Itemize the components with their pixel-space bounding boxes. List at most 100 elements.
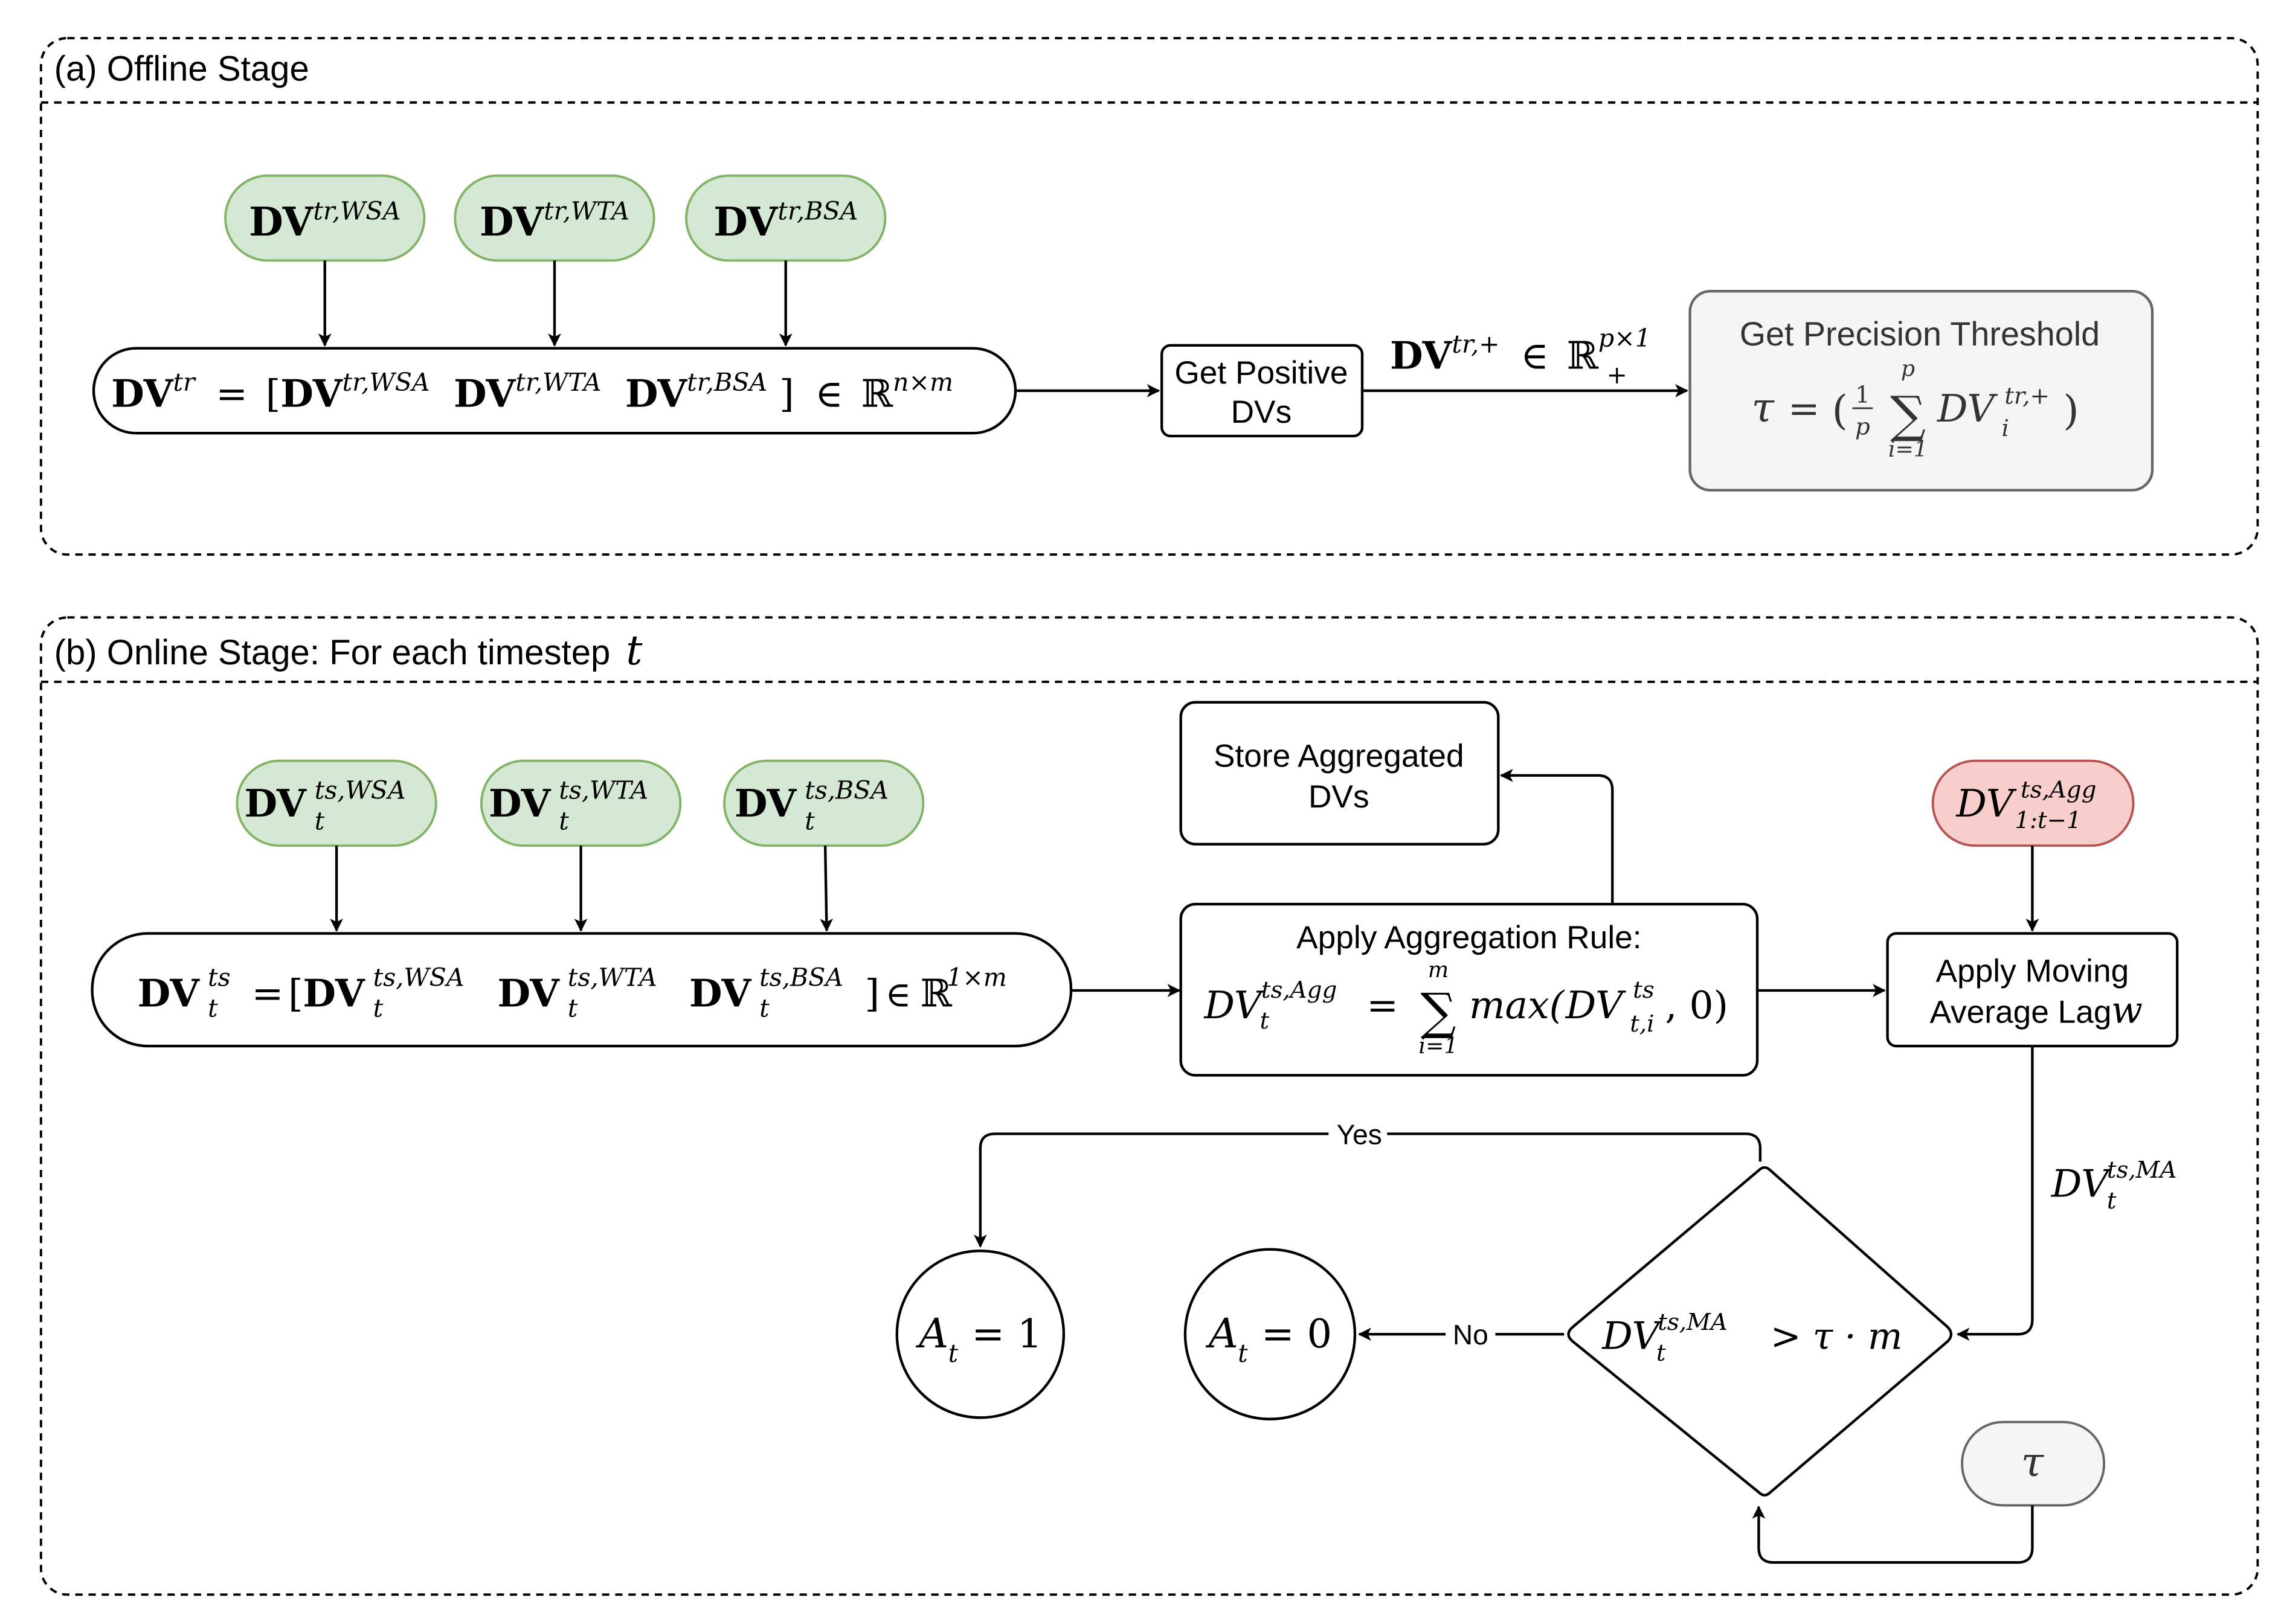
yes-label: Yes bbox=[1337, 1119, 1382, 1150]
svg-text:ts,WSA: ts,WSA bbox=[373, 963, 465, 992]
svg-text:1:t−1: 1:t−1 bbox=[2015, 807, 2081, 834]
svg-text:ts,Agg: ts,Agg bbox=[1261, 977, 1337, 1004]
svg-text:ts: ts bbox=[208, 963, 231, 992]
online-input-wsa: DV ts,WSA t bbox=[236, 759, 437, 847]
svg-text:t: t bbox=[568, 994, 578, 1023]
offline-stage-title: (a) Offline Stage bbox=[54, 49, 309, 88]
svg-text:DVtr,WTA: DVtr,WTA bbox=[480, 197, 629, 246]
svg-text:DV: DV bbox=[2051, 1162, 2112, 1206]
svg-text:DV: DV bbox=[1601, 1314, 1662, 1358]
svg-text:i: i bbox=[2002, 415, 2009, 442]
svg-text:ts,BSA: ts,BSA bbox=[759, 963, 843, 992]
svg-text:(: ( bbox=[1832, 387, 1848, 434]
svg-text:ts,WTA: ts,WTA bbox=[568, 963, 657, 992]
get-positive-line2: DVs bbox=[1231, 394, 1292, 430]
svg-text:t: t bbox=[2107, 1187, 2117, 1215]
svg-text:t: t bbox=[759, 994, 770, 1023]
svg-text:τ: τ bbox=[1751, 384, 1775, 431]
svg-text:∈: ∈ bbox=[885, 974, 911, 1015]
svg-text:DV: DV bbox=[489, 781, 551, 826]
svg-text:ts,WTA: ts,WTA bbox=[559, 776, 648, 805]
svg-text:= 1: = 1 bbox=[971, 1311, 1042, 1357]
svg-text:t: t bbox=[373, 994, 384, 1023]
moving-average-line1: Apply Moving bbox=[1936, 953, 2129, 989]
arrow-aggregation-to-store bbox=[1499, 769, 1614, 905]
no-label: No bbox=[1453, 1319, 1488, 1350]
threshold-title: Get Precision Threshold bbox=[1740, 315, 2100, 353]
svg-text:1: 1 bbox=[1855, 381, 1870, 408]
get-positive-dvs-box: Get Positive DVs bbox=[1160, 344, 1364, 438]
svg-text:=: = bbox=[1788, 387, 1820, 431]
svg-text:= 0: = 0 bbox=[1261, 1311, 1332, 1357]
svg-text:t: t bbox=[1238, 1339, 1248, 1368]
offline-stage-panel: (a) Offline Stage bbox=[39, 37, 2259, 556]
svg-text:DV: DV bbox=[138, 971, 200, 1016]
svg-text:p: p bbox=[1901, 356, 1915, 382]
svg-text:DVtr,+ ∈ ℝp×1: DVtr,+ ∈ ℝp×1 bbox=[1390, 318, 1651, 378]
svg-text:∑: ∑ bbox=[1421, 983, 1456, 1041]
svg-text:DV: DV bbox=[1955, 782, 2016, 826]
svg-text:DV: DV bbox=[1203, 983, 1264, 1027]
svg-text:=: = bbox=[1366, 983, 1398, 1027]
svg-text:DV: DV bbox=[1565, 983, 1626, 1027]
offline-input-wta: DVtr,WTA bbox=[454, 174, 655, 262]
offline-input-wsa: DVtr,WSA bbox=[224, 174, 426, 262]
get-positive-line1: Get Positive bbox=[1174, 355, 1348, 391]
store-line2: DVs bbox=[1308, 779, 1369, 815]
svg-text:t: t bbox=[208, 994, 218, 1023]
aggregation-rule-box: Apply Aggregation Rule: DV ts,Agg t = m … bbox=[1179, 902, 1759, 1077]
svg-text:DV: DV bbox=[498, 971, 560, 1016]
arrow-moving-average-to-decision bbox=[1956, 1046, 2034, 1341]
history-aggregated-dvs-node: DV ts,Agg 1:t−1 bbox=[1931, 759, 2135, 847]
svg-text:1×m: 1×m bbox=[947, 963, 1007, 992]
svg-text:t: t bbox=[559, 807, 569, 836]
moving-average-var: w bbox=[2111, 989, 2143, 1032]
output-anomaly-true: A t = 1 bbox=[895, 1249, 1066, 1419]
svg-text:m: m bbox=[1428, 957, 1449, 983]
svg-text:A: A bbox=[915, 1309, 948, 1357]
offline-input-bsa: DVtr,BSA bbox=[685, 174, 887, 262]
svg-text:DV: DV bbox=[245, 781, 307, 826]
svg-text:DVtr,WSA: DVtr,WSA bbox=[249, 197, 401, 246]
svg-text:> τ · m: > τ · m bbox=[1771, 1315, 1903, 1358]
svg-text:=: = bbox=[252, 972, 284, 1016]
online-stage-panel: (b) Online Stage: For each timestep t bbox=[39, 616, 2259, 1596]
svg-text:DV: DV bbox=[303, 971, 365, 1016]
store-aggregated-dvs-box: Store Aggregated DVs bbox=[1179, 701, 1500, 846]
svg-text:DVtr,BSA: DVtr,BSA bbox=[713, 197, 858, 246]
svg-text:[: [ bbox=[288, 972, 303, 1016]
svg-text:ℝ: ℝ bbox=[921, 972, 953, 1016]
svg-text:DV: DV bbox=[735, 781, 797, 826]
svg-text:ts: ts bbox=[1633, 977, 1654, 1004]
moving-average-line2: Average Lag bbox=[1929, 994, 2111, 1030]
svg-text:DVtr = [DVtr,WSA: DVtr = [DVtr,WSA DVtr,WTA DVtr,BSA ] ∈ ℝ… bbox=[111, 356, 953, 416]
svg-text:ts,MA: ts,MA bbox=[1658, 1309, 1727, 1336]
svg-text:+: + bbox=[1607, 361, 1627, 390]
online-stage-title: (b) Online Stage: For each timestep t bbox=[54, 626, 643, 674]
aggregation-title: Apply Aggregation Rule: bbox=[1296, 920, 1642, 955]
svg-text:t: t bbox=[1259, 1007, 1269, 1035]
svg-text:): ) bbox=[2063, 387, 2079, 434]
threshold-decision-node: DV ts,MA t > τ · m bbox=[1567, 1166, 1953, 1497]
svg-text:ts,MA: ts,MA bbox=[2107, 1157, 2176, 1184]
svg-text:t,i: t,i bbox=[1630, 1010, 1654, 1038]
moving-average-box: Apply Moving Average Lag w bbox=[1886, 932, 2179, 1048]
offline-matrix-node: DVtr = [DVtr,WSA DVtr,WTA DVtr,BSA ] ∈ ℝ… bbox=[92, 347, 1017, 435]
online-input-wta: DV ts,WTA t bbox=[480, 759, 682, 847]
svg-text:∑: ∑ bbox=[1890, 387, 1926, 444]
moving-average-edge-label: DV ts,MA t bbox=[2051, 1157, 2176, 1215]
store-line1: Store Aggregated bbox=[1214, 738, 1464, 774]
svg-text:τ: τ bbox=[2021, 1438, 2045, 1486]
svg-text:ts,BSA: ts,BSA bbox=[805, 776, 889, 805]
precision-threshold-box: Get Precision Threshold τ = ( 1 p p ∑ i=… bbox=[1688, 290, 2154, 492]
svg-text:t: t bbox=[805, 807, 815, 836]
svg-text:t: t bbox=[948, 1339, 959, 1368]
positive-dvs-edge-label: DVtr,+ ∈ ℝp×1 + bbox=[1390, 318, 1651, 390]
svg-text:]: ] bbox=[864, 972, 880, 1016]
tau-input-node: τ bbox=[1961, 1420, 2106, 1507]
svg-text:DV: DV bbox=[1937, 387, 1998, 431]
svg-text:DV: DV bbox=[689, 971, 751, 1016]
svg-text:i=1: i=1 bbox=[1418, 1033, 1458, 1059]
svg-text:max(: max( bbox=[1469, 983, 1565, 1027]
